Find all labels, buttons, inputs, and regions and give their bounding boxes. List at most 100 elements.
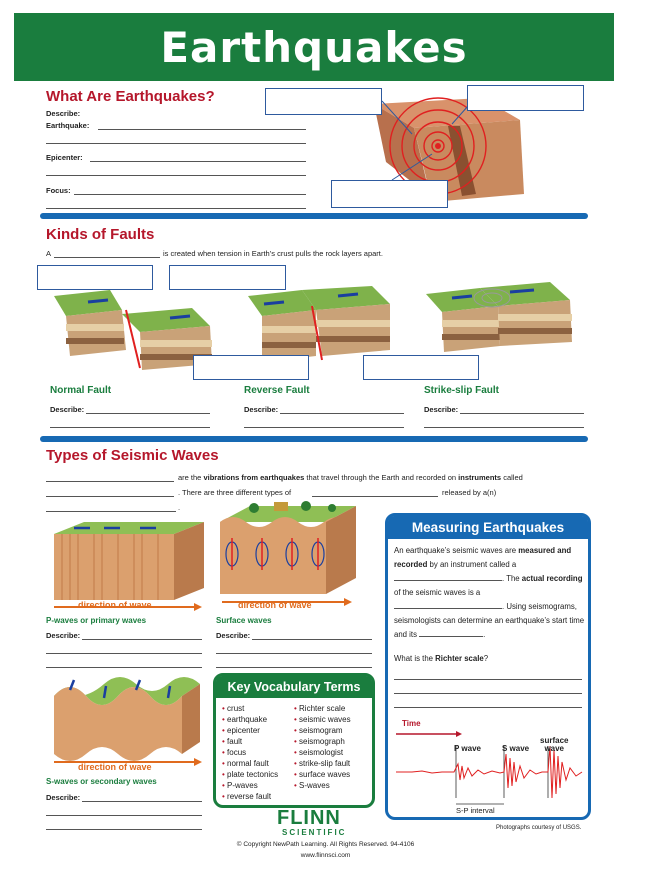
epicenter-line-2[interactable] — [46, 175, 306, 176]
divider-1 — [40, 213, 588, 219]
intro-blank-4[interactable] — [46, 511, 176, 512]
reverse-fault-label: Reverse Fault — [244, 385, 310, 396]
fault-illustrations — [54, 282, 572, 370]
time-label: Time — [402, 719, 421, 728]
measure-blank-1[interactable] — [394, 572, 502, 581]
epicenter-label: Epicenter: — [46, 153, 83, 162]
question-b: Richter scale — [435, 654, 484, 663]
focus-label: Focus: — [46, 186, 71, 195]
p-describe-line[interactable] — [82, 639, 202, 640]
s-direction-label: direction of wave — [78, 762, 152, 772]
intro-2a: . There are three different types of — [178, 488, 292, 497]
measure-p1a: An earthquake’s seismic waves are — [394, 546, 519, 555]
sp-interval-label: S-P interval — [456, 806, 495, 815]
p-wave-label: P-waves or primary waves — [46, 616, 147, 625]
photo-credit: Photographs courtesy of USGS. — [496, 825, 582, 831]
richter-line-1[interactable] — [394, 679, 582, 680]
question-a: What is the — [394, 654, 436, 663]
s-describe-line[interactable] — [82, 801, 202, 802]
vocab-column-1: crust earthquake epicenter fault focus n… — [222, 703, 278, 802]
intro-1e: called — [501, 473, 523, 482]
vocab-term: seismograph — [294, 736, 351, 747]
intro-3: . — [178, 503, 181, 512]
question-c: ? — [483, 654, 489, 663]
s-describe-label: Describe: — [46, 793, 81, 802]
fault-label-box-3[interactable] — [193, 355, 309, 380]
earthquake-line[interactable] — [98, 129, 306, 130]
intro-blank-2[interactable] — [46, 496, 174, 497]
surface-describe-line[interactable] — [252, 639, 372, 640]
vocab-term: surface waves — [294, 769, 351, 780]
focus-line[interactable] — [74, 194, 306, 195]
scientific-logo: SCIENTIFIC — [282, 828, 347, 837]
page-title: Earthquakes — [160, 23, 468, 72]
fault-sentence-end: is created when tension in Earth’s crust… — [163, 249, 383, 258]
vocab-term: seismologist — [294, 747, 351, 758]
richter-line-2[interactable] — [394, 693, 582, 694]
vocab-term: seismogram — [294, 725, 351, 736]
surface-wave-tag-1: surface — [540, 736, 569, 745]
epicenter-line[interactable] — [90, 161, 306, 162]
fault-blank[interactable] — [54, 257, 160, 258]
fault-label-box-1[interactable] — [37, 265, 153, 290]
measure-p1g: . Using seismograms, seismologists can d… — [394, 602, 585, 639]
strike-describe-line-2[interactable] — [424, 427, 584, 428]
intro-line-1: are the vibrations from earthquakes that… — [178, 473, 523, 482]
measure-blank-3[interactable] — [419, 628, 484, 637]
intro-blank-3[interactable] — [312, 496, 438, 497]
richter-line-3[interactable] — [394, 707, 582, 708]
strike-slip-fault-label: Strike-slip Fault — [424, 385, 500, 396]
strike-describe-line[interactable] — [460, 413, 584, 414]
s-describe-line-2[interactable] — [46, 815, 202, 816]
p-describe-line-3[interactable] — [46, 667, 202, 668]
measure-p1c: by an instrument called a — [427, 560, 517, 569]
title-banner: Earthquakes — [14, 13, 614, 81]
surface-describe-line-3[interactable] — [216, 667, 372, 668]
measure-p1e: actual recording — [521, 574, 583, 583]
p-describe-label: Describe: — [46, 631, 81, 640]
normal-describe-line-2[interactable] — [50, 427, 210, 428]
s-describe-line-3[interactable] — [46, 829, 202, 830]
label-box-1[interactable] — [265, 88, 382, 115]
key-vocabulary-box: Key Vocabulary Terms crust earthquake ep… — [213, 673, 375, 808]
label-box-3[interactable] — [331, 180, 448, 208]
vocab-term: reverse fault — [222, 791, 278, 802]
seismogram-chart — [396, 731, 583, 805]
normal-describe-line[interactable] — [86, 413, 210, 414]
earthquake-line-2[interactable] — [46, 143, 306, 144]
strike-describe-label: Describe: — [424, 405, 459, 414]
surface-describe-line-2[interactable] — [216, 653, 372, 654]
p-describe-line-2[interactable] — [46, 653, 202, 654]
measure-title: Measuring Earthquakes — [388, 516, 588, 539]
reverse-describe-line[interactable] — [280, 413, 404, 414]
measure-p1d: . The — [502, 574, 522, 583]
vocab-term: seismic waves — [294, 714, 351, 725]
flinn-logo: FLINN — [277, 807, 341, 829]
reverse-describe-line-2[interactable] — [244, 427, 404, 428]
fault-label-box-2[interactable] — [169, 265, 286, 290]
reverse-describe-label: Describe: — [244, 405, 279, 414]
measure-blank-2[interactable] — [394, 600, 502, 609]
measuring-earthquakes-box: Measuring Earthquakes An earthquake’s se… — [385, 513, 591, 820]
describe-label: Describe: — [46, 109, 81, 118]
fault-sentence-start: A — [46, 249, 52, 258]
intro-1c: that travel through the Earth and record… — [304, 473, 459, 482]
divider-2 — [40, 436, 588, 442]
intro-blank-1[interactable] — [46, 481, 174, 482]
section-title-what: What Are Earthquakes? — [46, 88, 215, 105]
surface-describe-label: Describe: — [216, 631, 251, 640]
normal-describe-label: Describe: — [50, 405, 85, 414]
vocab-term: fault — [222, 736, 278, 747]
footer-url[interactable]: www.flinnsci.com — [300, 852, 351, 859]
focus-line-2[interactable] — [46, 208, 306, 209]
measure-p1h: . — [483, 630, 486, 639]
surface-wave-label: Surface waves — [216, 616, 272, 625]
earthquake-label: Earthquake: — [46, 121, 90, 130]
fault-label-box-4[interactable] — [363, 355, 479, 380]
vocab-term: focus — [222, 747, 278, 758]
vocab-term: crust — [222, 703, 278, 714]
section-title-waves: Types of Seismic Waves — [46, 447, 219, 464]
label-box-2[interactable] — [467, 85, 584, 111]
measure-paragraph: An earthquake’s seismic waves are measur… — [394, 544, 586, 642]
intro-2b: released by a(n) — [442, 488, 497, 497]
